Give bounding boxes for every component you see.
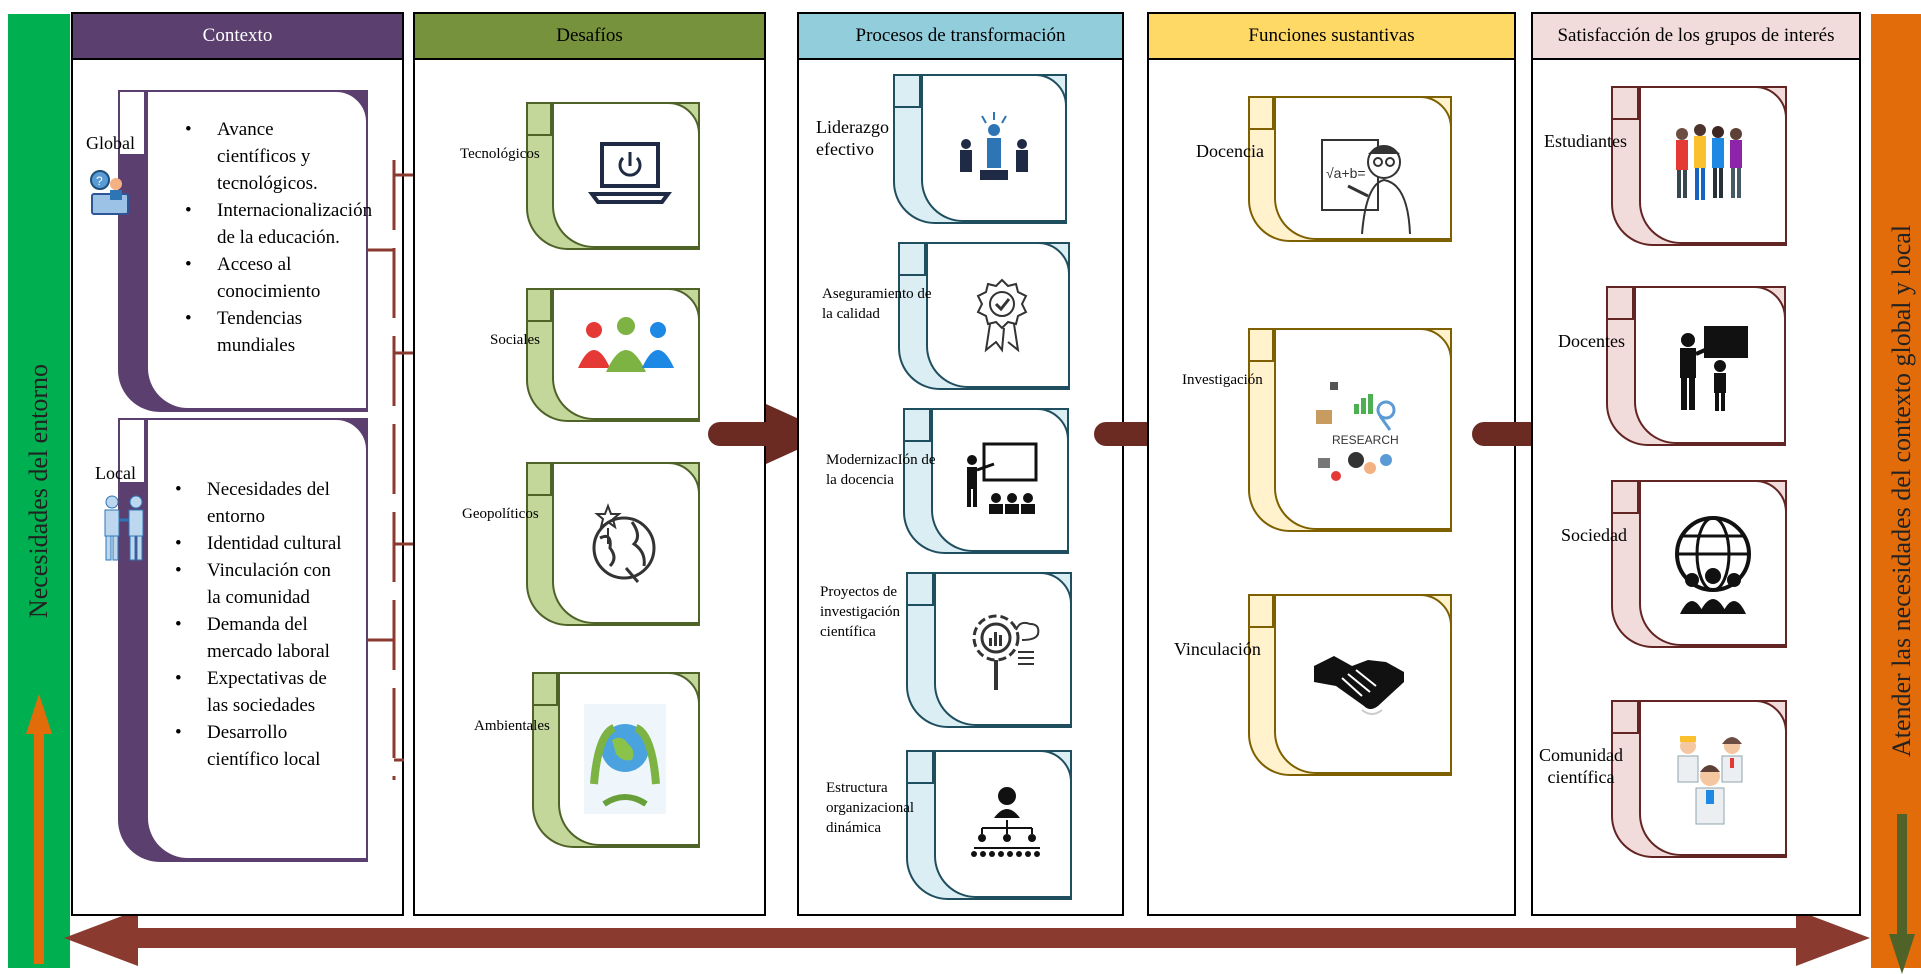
laptop-power-icon bbox=[588, 142, 672, 204]
teachers-icon bbox=[1680, 326, 1748, 411]
desafio-label: Tecnológicos bbox=[460, 146, 540, 162]
globe-politics-icon bbox=[592, 503, 656, 583]
local-label: Local bbox=[95, 463, 136, 483]
desafio-label: Ambientales bbox=[474, 718, 550, 734]
local-item: Demanda del mercado laboral bbox=[175, 611, 345, 665]
procesos-header: Procesos de transformación bbox=[797, 12, 1124, 60]
proceso-label: Proyectos de investigación científica bbox=[820, 584, 900, 640]
funcion-label: Investigación bbox=[1182, 372, 1263, 388]
satisfaccion-label: Comunidad científica bbox=[1539, 745, 1623, 787]
desafio-label: Sociales bbox=[490, 332, 540, 348]
proceso-label: Estructura organizacional dinámica bbox=[826, 780, 915, 836]
funciones-title: Funciones sustantivas bbox=[1248, 25, 1415, 46]
left-side-bar: Necesidades del entorno bbox=[8, 14, 70, 968]
globe-person-icon: ? bbox=[90, 170, 129, 215]
proceso-label: Liderazgo efectivo bbox=[816, 117, 889, 159]
handshake-icon bbox=[1314, 656, 1404, 715]
local-item: Desarrollo científico local bbox=[175, 719, 345, 773]
satisfaccion-header: Satisfacción de los grupos de interés bbox=[1531, 12, 1861, 60]
proceso-label: ModernizacIón de la docencia bbox=[826, 452, 936, 488]
handshake-people-icon bbox=[104, 495, 144, 561]
scientists-icon bbox=[1677, 736, 1743, 825]
local-item: Vinculación con la comunidad bbox=[175, 557, 345, 611]
math-teacher-icon: √a+b= bbox=[1321, 139, 1411, 235]
local-item: Expectativas de las sociedades bbox=[175, 665, 345, 719]
global-list: Avance científicos y tecnológicos. Inter… bbox=[185, 116, 372, 359]
down-arrow-icon bbox=[1889, 814, 1915, 974]
students-icon bbox=[1676, 124, 1742, 200]
global-item: Tendencias mundiales bbox=[185, 305, 345, 359]
people-group-icon bbox=[578, 317, 674, 372]
desafios-header: Desafíos bbox=[413, 12, 766, 60]
satisfaccion-label: Sociedad bbox=[1561, 525, 1627, 545]
svg-text:?: ? bbox=[96, 174, 103, 188]
local-list: Necesidades del entorno Identidad cultur… bbox=[175, 476, 345, 773]
funciones-header: Funciones sustantivas bbox=[1147, 12, 1516, 60]
research-collage-icon: RESEARCH bbox=[1316, 382, 1399, 481]
teacher-board-icon bbox=[967, 442, 1038, 514]
contexto-title: Contexto bbox=[202, 25, 273, 46]
svg-text:RESEARCH: RESEARCH bbox=[1332, 433, 1399, 447]
funcion-label: Vinculación bbox=[1174, 639, 1261, 659]
right-side-text: Atender las necesidades del contexto glo… bbox=[1887, 224, 1916, 758]
research-gear-icon bbox=[972, 614, 1040, 690]
org-chart-icon bbox=[971, 787, 1040, 857]
right-side-bar: Atender las necesidades del contexto glo… bbox=[1871, 14, 1921, 974]
funcion-label: Docencia bbox=[1196, 141, 1264, 161]
global-item: Avance científicos y tecnológicos. bbox=[185, 116, 345, 197]
global-item: Acceso al conocimiento bbox=[185, 251, 345, 305]
proceso-label: Aseguramiento de la calidad bbox=[822, 286, 932, 322]
local-item: Necesidades del entorno bbox=[175, 476, 345, 530]
global-item: Internacionalización de la educación. bbox=[185, 197, 372, 251]
local-item: Identidad cultural bbox=[175, 530, 345, 557]
satisfaccion-label: Docentes bbox=[1558, 331, 1625, 351]
quality-badge-icon bbox=[976, 278, 1028, 353]
leader-icon bbox=[960, 112, 1028, 180]
flow-arrow-icon bbox=[708, 404, 832, 464]
earth-hands-icon bbox=[584, 704, 666, 814]
desafio-label: Geopolíticos bbox=[462, 506, 539, 522]
satisfaccion-label: Estudiantes bbox=[1544, 131, 1627, 151]
contexto-header: Contexto bbox=[71, 12, 404, 60]
global-label: Global bbox=[86, 133, 135, 153]
procesos-title: Procesos de transformación bbox=[855, 25, 1066, 46]
svg-text:√a+b=: √a+b= bbox=[1326, 165, 1366, 181]
up-arrow-icon bbox=[26, 694, 52, 964]
left-side-text: Necesidades del entorno bbox=[24, 363, 53, 619]
satisfaccion-title: Satisfacción de los grupos de interés bbox=[1557, 25, 1835, 46]
desafios-title: Desafíos bbox=[556, 25, 623, 46]
bottom-double-arrow-icon bbox=[64, 910, 1870, 966]
society-globe-icon bbox=[1675, 516, 1751, 614]
